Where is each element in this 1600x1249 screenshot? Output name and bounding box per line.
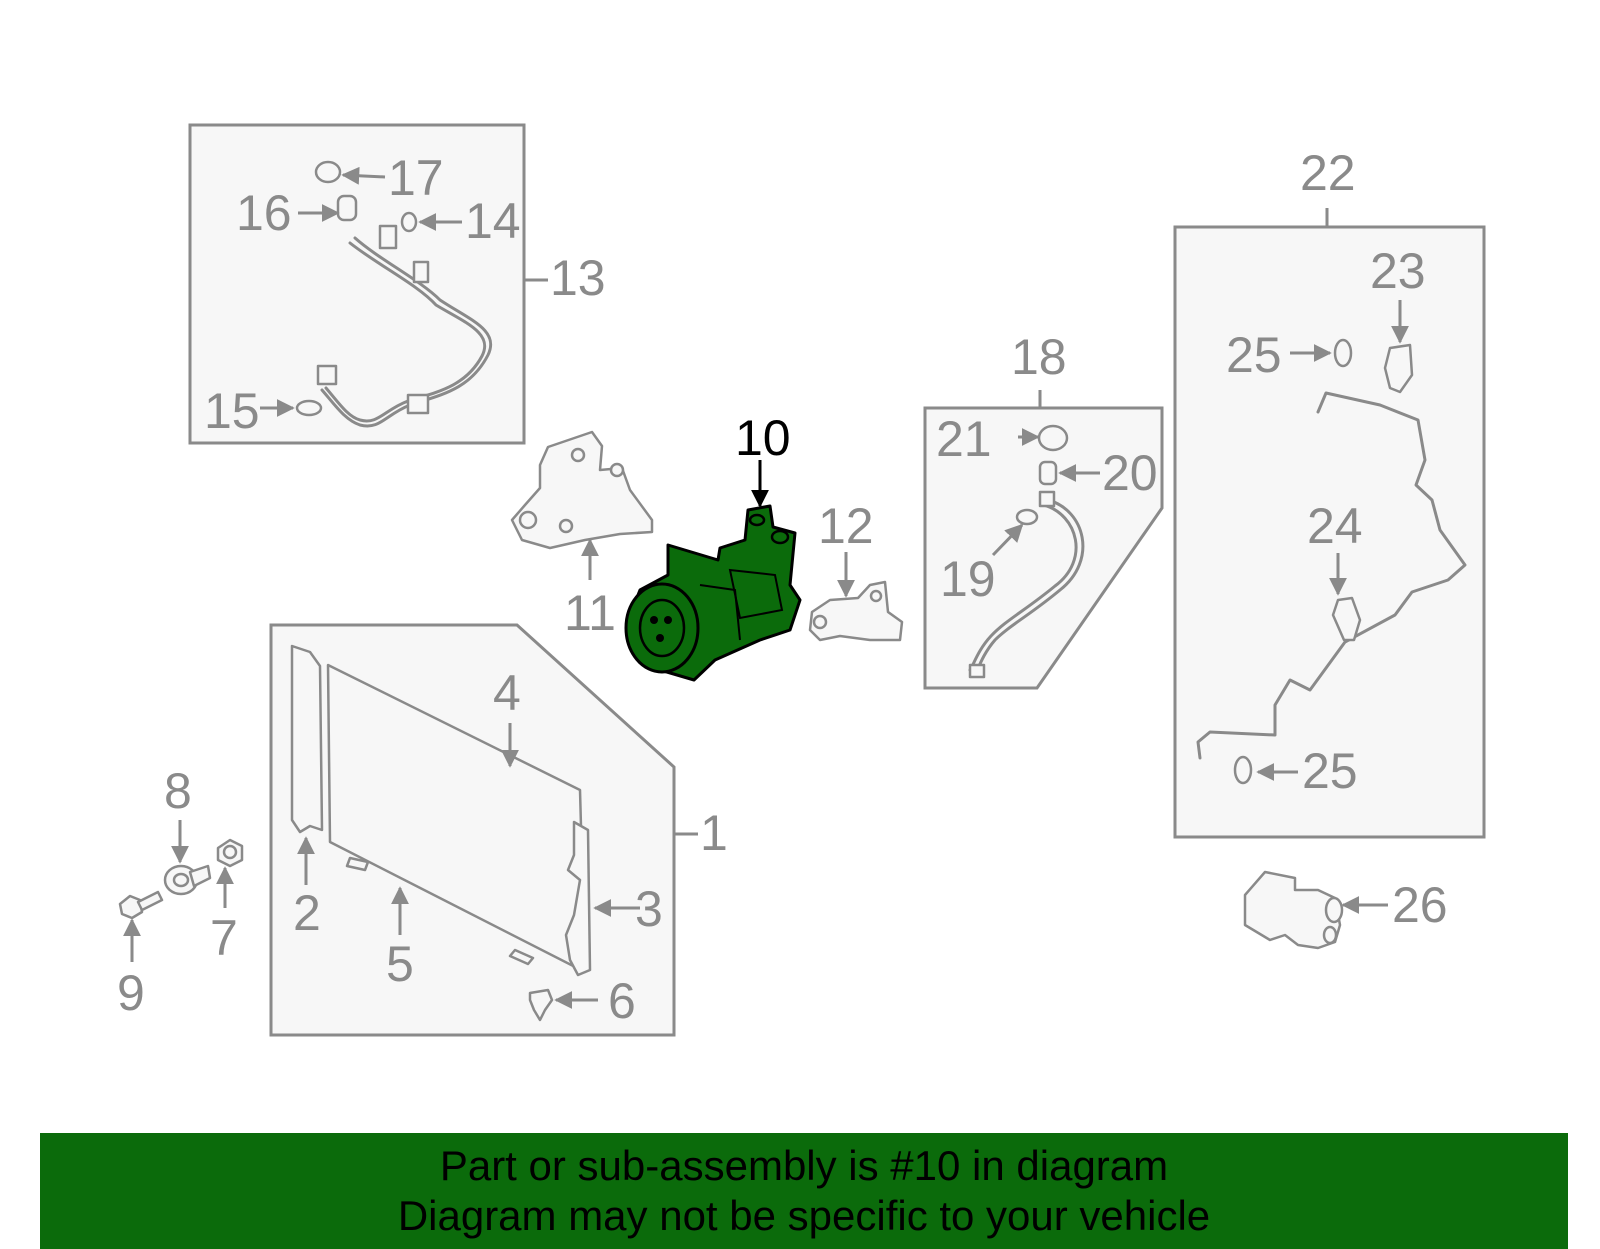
callout-24: 24 (1307, 498, 1363, 554)
callout-18: 18 (1011, 329, 1067, 385)
callout-20: 20 (1102, 445, 1158, 501)
leader-lines (123, 166, 1409, 1009)
callout-17: 17 (388, 150, 444, 206)
callout-9: 9 (117, 965, 145, 1021)
callout-19: 19 (940, 551, 996, 607)
callout-13: 13 (550, 250, 606, 306)
callout-1: 1 (700, 805, 728, 861)
hose-assembly-18-group (923, 406, 1164, 690)
hose-assembly-22-group (1173, 225, 1486, 839)
callout-16: 16 (236, 185, 292, 241)
callout-14: 14 (465, 193, 521, 249)
callout-12: 12 (818, 498, 874, 554)
part-26 (1243, 870, 1344, 950)
callout-4: 4 (493, 665, 521, 721)
callout-23: 23 (1370, 243, 1426, 299)
callout-6: 6 (608, 973, 636, 1029)
callout-8: 8 (164, 763, 192, 819)
fastener-8 (163, 864, 212, 896)
callout-3: 3 (635, 881, 663, 937)
nut-7 (216, 838, 244, 868)
callout-7: 7 (210, 910, 238, 966)
callout-10[interactable]: 10 (735, 410, 791, 466)
callout-25-bottom: 25 (1302, 743, 1358, 799)
condenser-assembly-1-group (269, 623, 676, 1037)
callout-22: 22 (1300, 145, 1356, 201)
callout-26: 26 (1392, 877, 1448, 933)
callout-11: 11 (564, 585, 616, 641)
banner-line-1: Part or sub-assembly is #10 in diagram (439, 1142, 1169, 1189)
bolt-9 (118, 890, 164, 920)
compressor-bracket-11 (510, 430, 654, 550)
callout-21: 21 (936, 411, 992, 467)
callout-25-top: 25 (1226, 327, 1282, 383)
info-banner: Part or sub-assembly is #10 in diagram D… (40, 1133, 1568, 1249)
callout-2: 2 (293, 885, 321, 941)
callout-labels: 17 16 14 13 15 10 11 12 18 21 20 19 22 2… (117, 145, 1448, 1029)
callout-15: 15 (204, 383, 260, 439)
bracket-12 (808, 580, 904, 642)
callout-5: 5 (386, 936, 414, 992)
banner-line-2: Diagram may not be specific to your vehi… (397, 1192, 1211, 1239)
ac-compressor-10[interactable] (624, 504, 802, 682)
